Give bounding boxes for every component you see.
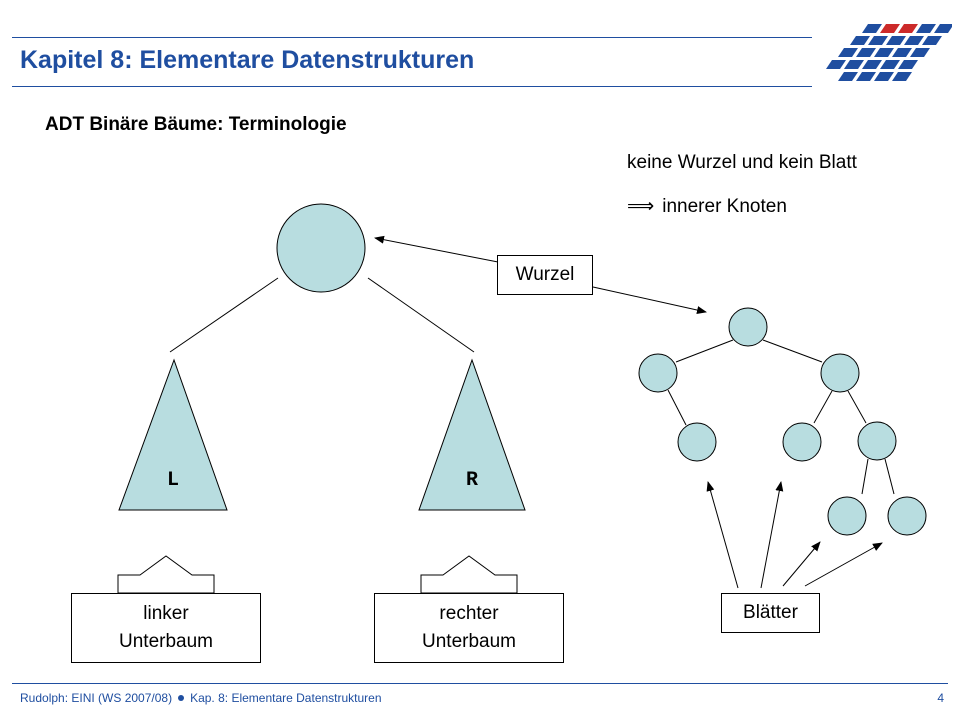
edge-root-right bbox=[367, 277, 475, 353]
logo-stripe bbox=[826, 60, 846, 69]
subtree-right-label: R bbox=[466, 469, 478, 492]
logo-stripe bbox=[916, 24, 936, 33]
logo-stripe bbox=[892, 48, 912, 57]
logo-stripe bbox=[850, 36, 870, 45]
tree-node-inner-lower bbox=[857, 421, 897, 461]
right-subtree-line1: rechter bbox=[439, 603, 499, 624]
tree-node-leaf-2 bbox=[782, 422, 822, 462]
footer-rule bbox=[12, 683, 948, 684]
subtree-left-triangle bbox=[118, 358, 228, 511]
logo-stripe bbox=[856, 72, 876, 81]
arrow-leaf-4 bbox=[804, 542, 883, 587]
page-number: 4 bbox=[937, 691, 944, 705]
logo-stripe bbox=[874, 72, 894, 81]
logo-stripe bbox=[934, 24, 952, 33]
logo-stripe bbox=[880, 24, 900, 33]
logo-stripe bbox=[874, 48, 894, 57]
footer: Rudolph: EINI (WS 2007/08) Kap. 8: Elemen… bbox=[20, 691, 382, 705]
right-subtree-line2: Unterbaum bbox=[422, 631, 516, 652]
tree-node-leaf-3 bbox=[827, 496, 867, 536]
logo-stripe bbox=[862, 24, 882, 33]
edge-f-g bbox=[861, 458, 869, 495]
logo-stripe bbox=[880, 60, 900, 69]
left-subtree-label-box: linker Unterbaum bbox=[71, 593, 261, 663]
tree-node-inner-left bbox=[638, 353, 678, 393]
note-inner-node-result: ⟹ innerer Knoten bbox=[627, 195, 787, 218]
up-arrow-left bbox=[117, 555, 215, 594]
blaetter-label-box: Blätter bbox=[721, 593, 820, 633]
left-subtree-line1: linker bbox=[143, 603, 189, 624]
arrow-leaf-2 bbox=[760, 481, 784, 589]
footer-right: Kap. 8: Elementare Datenstrukturen bbox=[190, 691, 382, 705]
logo-stripe bbox=[922, 36, 942, 45]
header-rule-top bbox=[12, 37, 812, 38]
right-subtree-label-box: rechter Unterbaum bbox=[374, 593, 564, 663]
logo-stripe bbox=[886, 36, 906, 45]
root-node bbox=[276, 203, 366, 293]
logo-stripe bbox=[898, 24, 918, 33]
footer-left: Rudolph: EINI (WS 2007/08) bbox=[20, 691, 173, 705]
implies-icon: ⟹ bbox=[627, 195, 655, 217]
header-rule-bottom bbox=[12, 86, 812, 87]
arrow-wurzel-to-tree-root bbox=[592, 286, 707, 314]
left-subtree-line2: Unterbaum bbox=[119, 631, 213, 652]
tree-node-leaf-1 bbox=[677, 422, 717, 462]
tree-node-leaf-4 bbox=[887, 496, 927, 536]
logo-stripe bbox=[910, 48, 930, 57]
logo-stripe bbox=[838, 72, 858, 81]
edge-c-e bbox=[813, 390, 833, 424]
edge-a-c bbox=[762, 339, 823, 363]
note-inner-node-label: innerer Knoten bbox=[662, 196, 787, 217]
section-title: ADT Binäre Bäume: Terminologie bbox=[45, 114, 347, 135]
arrow-leaf-3 bbox=[782, 541, 821, 587]
edge-b-d bbox=[667, 389, 687, 426]
edge-root-left bbox=[169, 277, 279, 353]
logo-stripe bbox=[856, 48, 876, 57]
edge-a-b bbox=[675, 339, 734, 363]
logo-stripe bbox=[868, 36, 888, 45]
subtree-left-label: L bbox=[167, 469, 179, 492]
logo-icon bbox=[826, 24, 952, 81]
edge-f-h bbox=[884, 458, 895, 495]
bullet-icon bbox=[178, 695, 185, 702]
page-title: Kapitel 8: Elementare Datenstrukturen bbox=[20, 46, 475, 74]
logo-stripe bbox=[844, 60, 864, 69]
subtree-right-triangle bbox=[418, 358, 526, 511]
wurzel-label-box: Wurzel bbox=[497, 255, 593, 295]
logo-stripe bbox=[838, 48, 858, 57]
note-inner-node-condition: keine Wurzel und kein Blatt bbox=[627, 152, 857, 173]
logo-stripe bbox=[892, 72, 912, 81]
logo-stripe bbox=[862, 60, 882, 69]
logo-stripe bbox=[904, 36, 924, 45]
logo-stripe bbox=[898, 60, 918, 69]
up-arrow-right bbox=[420, 555, 518, 594]
tree-node-inner-right bbox=[820, 353, 860, 393]
edge-c-f bbox=[847, 390, 867, 424]
arrow-leaf-1 bbox=[706, 481, 739, 589]
tree-node-root bbox=[728, 307, 768, 347]
arrow-wurzel-to-root bbox=[374, 235, 499, 263]
